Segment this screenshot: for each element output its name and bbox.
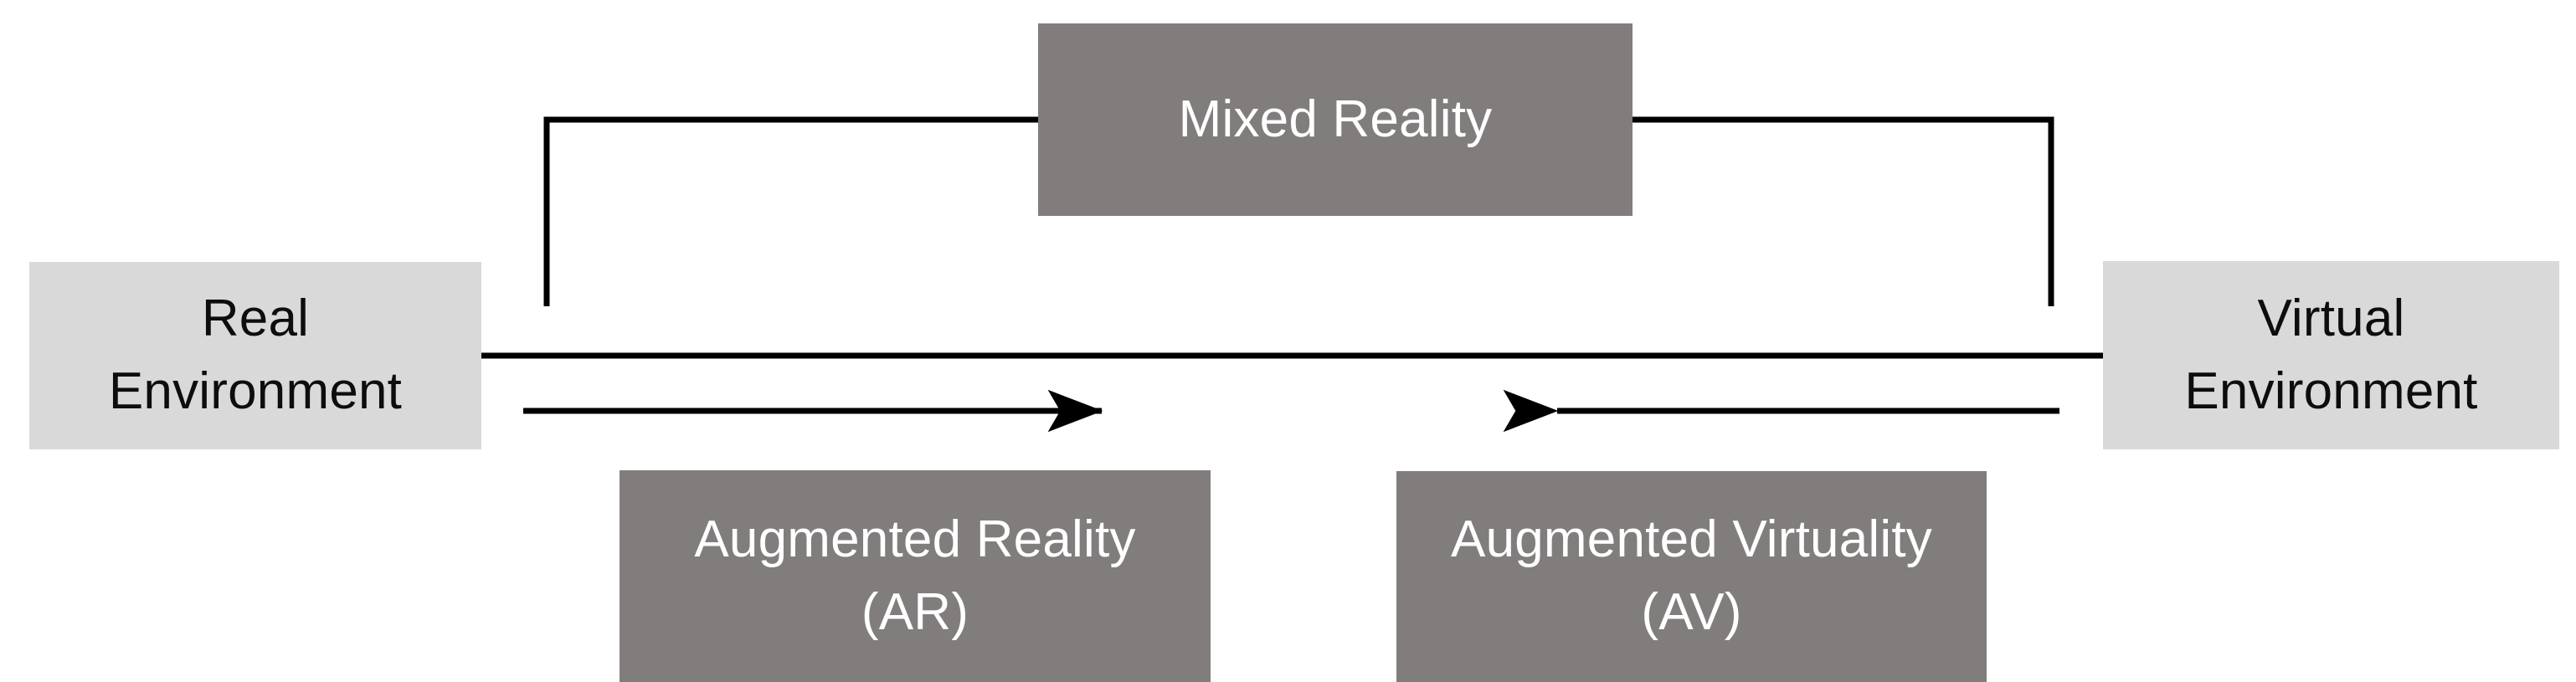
node-augmented-reality: Augmented Reality (AR) [620, 470, 1211, 682]
node-mixed-reality-label: Mixed Reality [1178, 90, 1493, 148]
node-augmented-virtuality: Augmented Virtuality (AV) [1396, 471, 1987, 682]
node-augmented-reality-label: Augmented Reality (AR) [694, 510, 1136, 641]
mixed-reality-bracket-right [1632, 116, 2054, 306]
node-mixed-reality: Mixed Reality [1038, 23, 1632, 216]
mixed-reality-bracket-left [543, 116, 1038, 306]
node-virtual-environment-label: Virtual Environment [2184, 289, 2478, 420]
node-augmented-virtuality-label: Augmented Virtuality (AV) [1451, 510, 1932, 641]
node-real-environment: Real Environment [29, 262, 481, 449]
node-real-environment-label: Real Environment [108, 290, 403, 420]
node-virtual-environment: Virtual Environment [2103, 261, 2559, 449]
